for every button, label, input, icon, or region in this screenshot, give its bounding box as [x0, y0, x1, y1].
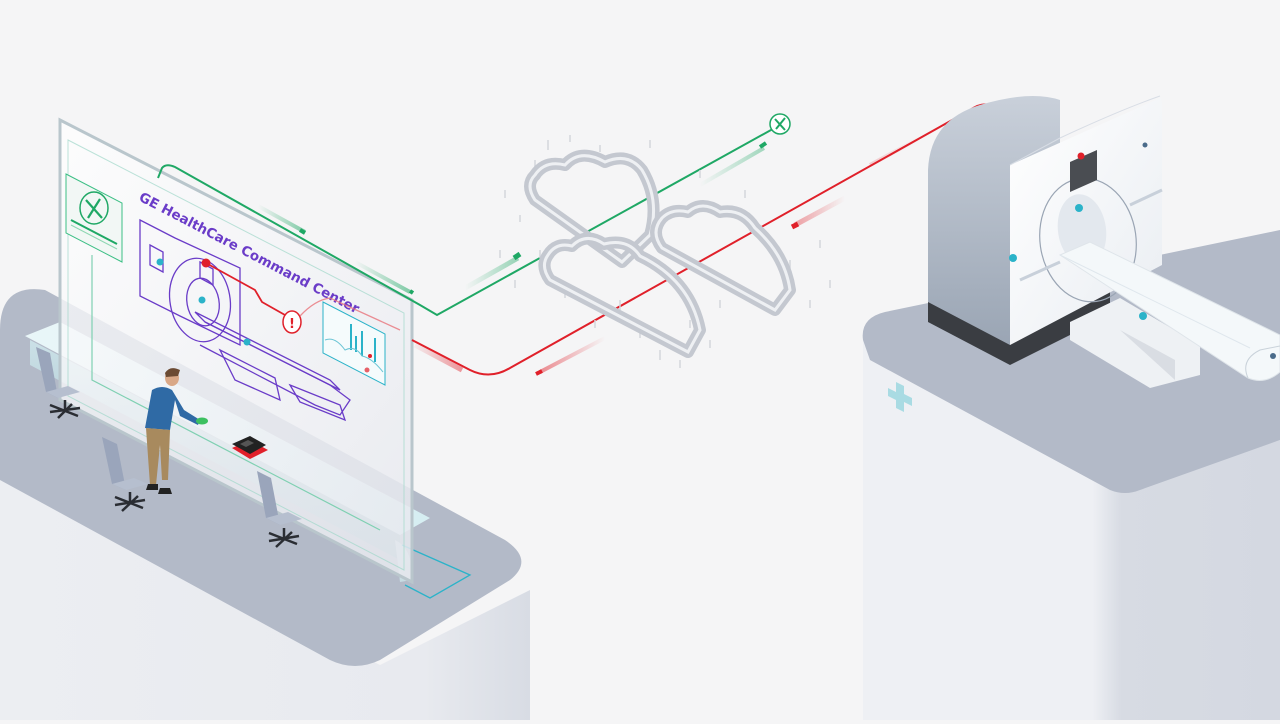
scanner-hotspot — [1139, 312, 1147, 320]
cloud-icon — [524, 149, 660, 268]
desk-phone-icon — [232, 436, 268, 459]
scanner-hotspot — [1270, 353, 1276, 359]
office-chair — [102, 437, 148, 512]
cloud-icon — [538, 232, 706, 358]
ct-scanner — [928, 95, 1280, 388]
analytics-panel — [322, 301, 386, 386]
wrench-screwdriver-icon — [769, 113, 791, 135]
service-link — [157, 113, 791, 317]
scanner-hotspot — [156, 258, 164, 266]
scanner-hotspot — [198, 296, 206, 304]
wrench-screwdriver-icon — [79, 191, 109, 225]
scanner-sensor-panel — [1070, 150, 1097, 192]
office-chair — [36, 347, 81, 419]
office-chair — [257, 471, 302, 548]
patient-table — [1058, 241, 1280, 388]
scanner-hotspot — [243, 338, 251, 346]
operator-person — [145, 368, 208, 494]
scanner-hotspot — [1075, 204, 1083, 212]
exclamation-icon: ! — [289, 317, 295, 332]
medical-cross-icon — [888, 382, 912, 412]
ct-scanner-outline — [139, 218, 351, 422]
cloud-icon — [650, 200, 796, 316]
scanner-hotspot — [1009, 254, 1017, 262]
alert-marker: ! — [201, 258, 401, 334]
service-panel — [65, 173, 381, 531]
